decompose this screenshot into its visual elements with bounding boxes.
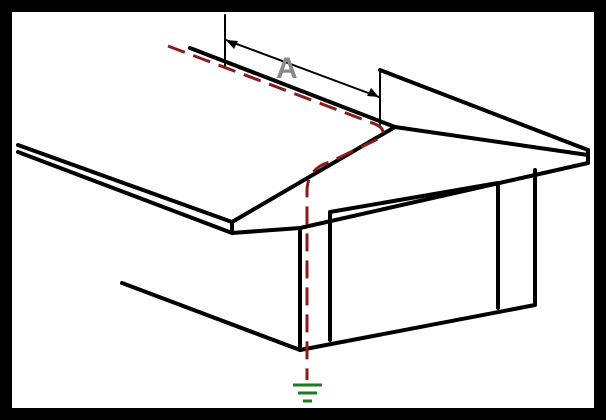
down-conductor [167,44,385,380]
ground-icon [293,383,322,403]
foundation-line [120,281,302,352]
dimension-label: A [276,52,298,85]
house-front-wall [298,168,537,352]
garage-door [328,181,500,342]
gable-roof-ridge [378,68,590,152]
double-arrow-icon [225,39,380,98]
